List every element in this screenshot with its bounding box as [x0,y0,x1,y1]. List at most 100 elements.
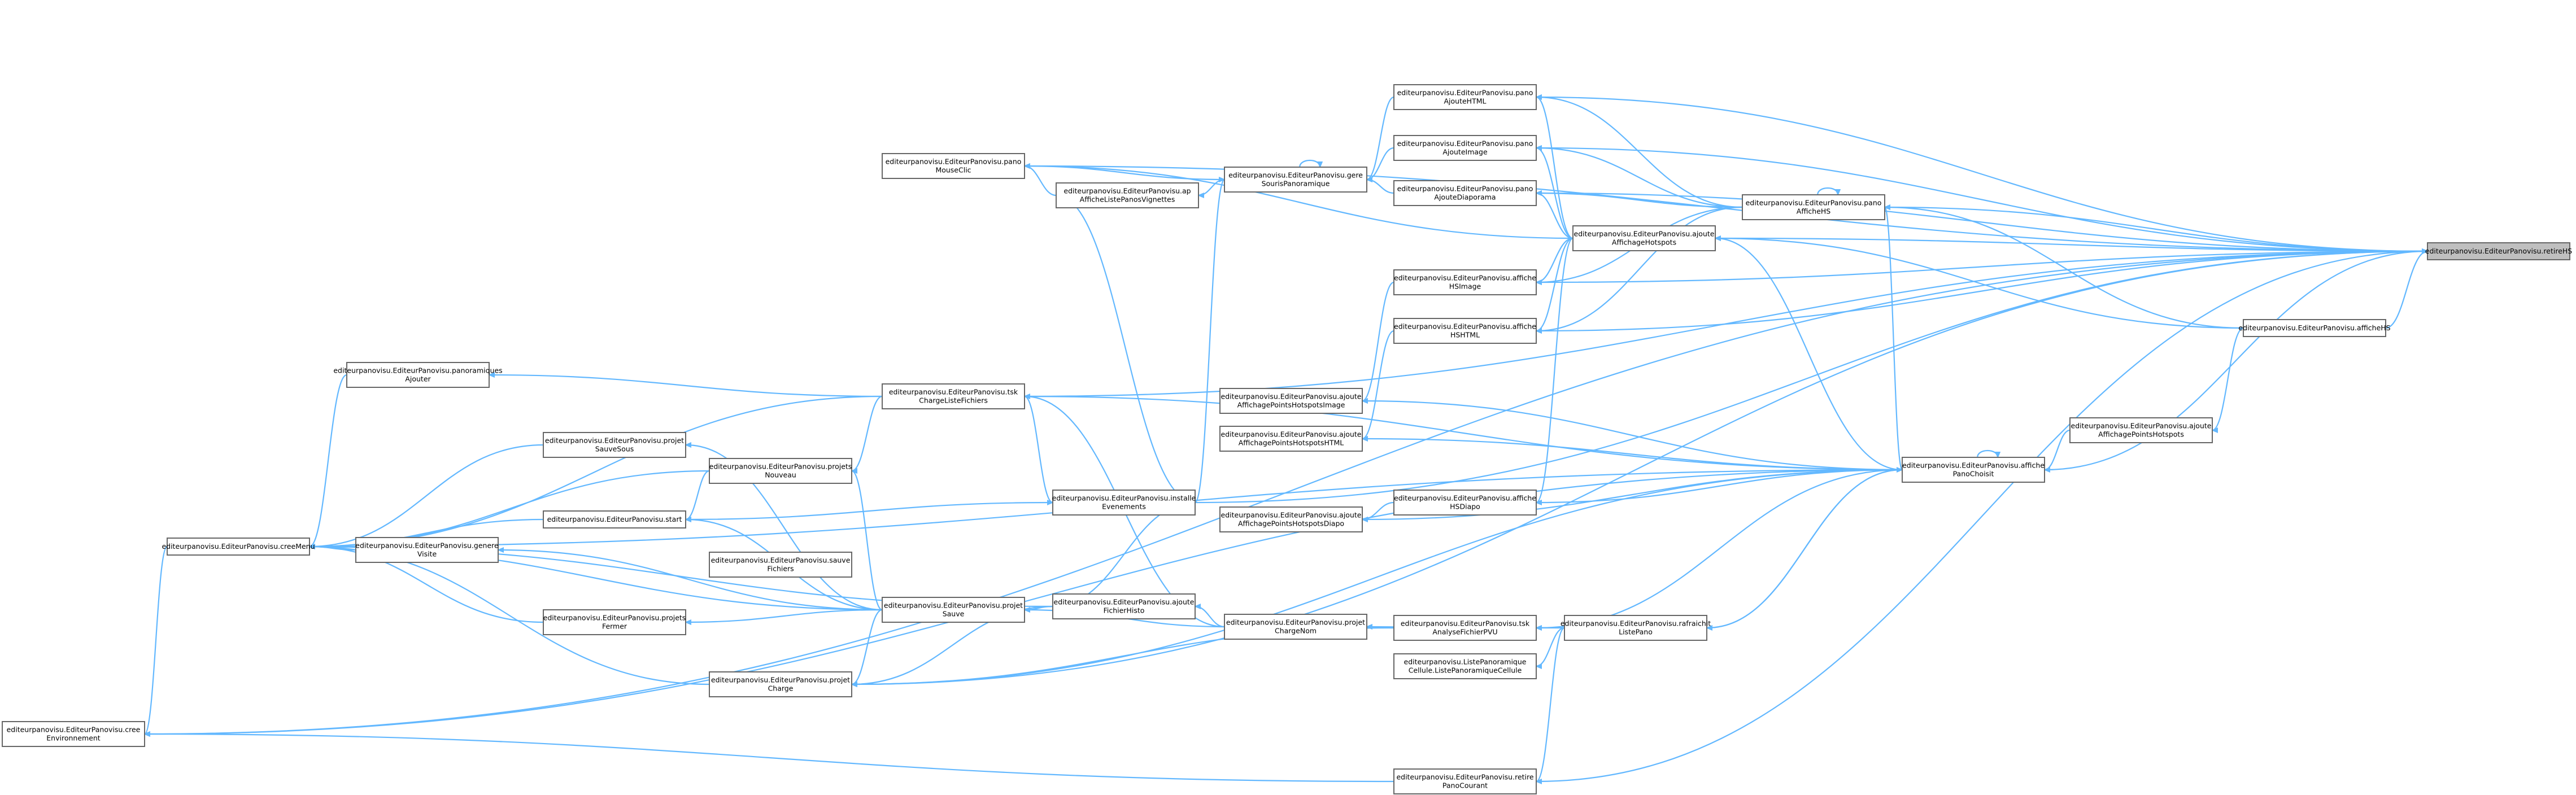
node-label-line: editeurpanovisu.EditeurPanovisu.start [547,515,682,523]
node-tsk-analyse-fichier-pvu[interactable]: editeurpanovisu.EditeurPanovisu.tskAnaly… [1393,615,1537,641]
node-box [1393,135,1537,161]
node-installe-evenements[interactable]: editeurpanovisu.EditeurPanovisu.installe… [1052,490,1196,516]
node-pano-mouse-clic[interactable]: editeurpanovisu.EditeurPanovisu.panoMous… [882,153,1025,179]
edge-installe-evenements-to-gere-souris-panoramique [1194,177,1226,504]
node-affiche-hs[interactable]: editeurpanovisu.EditeurPanovisu.afficheH… [2238,319,2391,337]
node-box [1219,426,1363,452]
node-label-line: editeurpanovisu.EditeurPanovisu.ajoute [1054,598,1195,606]
edge-affiche-node-clic-to-tsk-charge-liste-fichiers [1023,394,1903,471]
node-ajoute-points-hotspots-diapo[interactable]: editeurpanovisu.EditeurPanovisu.ajouteAf… [1219,506,1363,532]
node-ajoute-fichier-histo[interactable]: editeurpanovisu.EditeurPanovisu.ajouteFi… [1052,593,1196,619]
node-label-line: editeurpanovisu.EditeurPanovisu.panorami… [333,366,502,375]
node-rafraichit-liste-pano[interactable]: editeurpanovisu.EditeurPanovisu.rafraich… [1561,615,1711,641]
edge-projet-sauve-sous-to-cree-menu [308,444,544,549]
node-label-line: Cellule.ListePanoramiqueCellule [1409,666,1522,675]
node-label-line: AffichagePointsHotspots [2098,430,2184,439]
edge-affiche-node-clic-to-affiche-node-clic [1977,450,2001,458]
node-genere-visite[interactable]: editeurpanovisu.EditeurPanovisu.genereVi… [355,537,499,563]
edge-affiche-hsimage-to-root [1536,248,2429,283]
node-label-line: PanoChoisit [1953,470,1994,478]
node-label-line: AnalyseFichierPVU [1432,628,1497,636]
node-ajoute-points-hotspots-html[interactable]: editeurpanovisu.EditeurPanovisu.ajouteAf… [1219,426,1363,452]
node-box [709,671,852,697]
node-label-line: editeurpanovisu.EditeurPanovisu.retire [1396,773,1533,781]
node-label-line: ChargeListeFichiers [919,396,988,405]
node-root[interactable]: editeurpanovisu.EditeurPanovisu.retireHS [2425,242,2573,260]
node-liste-panoramique-cellule[interactable]: editeurpanovisu.ListePanoramiqueCellule.… [1393,653,1537,679]
node-projets-nouveau[interactable]: editeurpanovisu.EditeurPanovisu.projetsN… [709,458,852,484]
edge-affiche-hs-to-pane-affiche-hs [1884,204,2244,329]
node-box [2427,242,2570,260]
node-label-line: editeurpanovisu.EditeurPanovisu.pano [1746,199,1882,207]
node-projet-sauve[interactable]: editeurpanovisu.EditeurPanovisu.projetSa… [882,597,1025,623]
node-box [543,510,686,528]
node-affiche-hshtml[interactable]: editeurpanovisu.EditeurPanovisu.afficheH… [1393,318,1537,344]
node-box [882,383,1025,409]
node-projet-sauve-sous[interactable]: editeurpanovisu.EditeurPanovisu.projetSa… [543,432,686,458]
node-label-line: AjouteImage [1442,148,1488,156]
node-label-line: editeurpanovisu.ListePanoramique [1404,658,1527,666]
node-label-line: Fermer [602,622,627,631]
node-label-line: editeurpanovisu.EditeurPanovisu.tsk [1401,619,1530,628]
node-affiche-hsimage[interactable]: editeurpanovisu.EditeurPanovisu.afficheH… [1393,269,1537,295]
node-cree-environnement[interactable]: editeurpanovisu.EditeurPanovisu.creeEnvi… [2,721,145,747]
node-label-line: editeurpanovisu.EditeurPanovisu.ap [1063,187,1191,195]
edge-ajoute-affichage-hotspots-to-ajoute-html [1535,94,1574,239]
node-label-line: ListePano [1619,628,1653,636]
node-label-line: editeurpanovisu.EditeurPanovisu.sauve [711,556,851,565]
node-box [1393,269,1537,295]
node-start[interactable]: editeurpanovisu.EditeurPanovisu.start [543,510,686,528]
node-gere-souris-panoramique[interactable]: editeurpanovisu.EditeurPanovisu.gereSour… [1224,167,1367,193]
edge-tsk-charge-liste-fichiers-to-projets-nouveau [851,395,883,474]
node-label-line: Fichiers [767,565,794,573]
edge-affiche-hsimage-to-ajoute-points-hotspots-image [1361,281,1394,404]
edge-gere-souris-panoramique-to-pano-mouse-clic [1023,163,1225,181]
node-cree-menu[interactable]: editeurpanovisu.EditeurPanovisu.creeMenu [162,538,315,556]
node-label-line: editeurpanovisu.EditeurPanovisu.affiche [1394,274,1536,282]
node-box [1393,84,1537,110]
edge-installe-evenements-to-start [685,501,1053,522]
edge-tsk-charge-liste-fichiers-to-panoramiques-ajouter [488,372,883,397]
edge-pane-affiche-hs-to-ajoute-image [1535,145,1743,208]
node-projet-charge[interactable]: editeurpanovisu.EditeurPanovisu.projetCh… [709,671,852,697]
node-label-line: AjouteDiaporama [1434,193,1496,202]
node-label-line: editeurpanovisu.EditeurPanovisu.affiche [1902,461,2045,470]
edge-projet-sauve-to-projets-fermer [685,609,883,625]
node-label-line: editeurpanovisu.EditeurPanovisu.cree [7,726,141,734]
node-label-line: SourisPanoramique [1262,180,1330,188]
node-ajoute-affichage-points-hotspots[interactable]: editeurpanovisu.EditeurPanovisu.ajouteAf… [2069,417,2213,443]
node-sauve-fichiers[interactable]: editeurpanovisu.EditeurPanovisu.sauveFic… [709,552,852,578]
edge-ajoute-affichage-hotspots-to-ajoute-image [1535,145,1574,239]
node-ajoute-affichage-hotspots[interactable]: editeurpanovisu.EditeurPanovisu.ajouteAf… [1572,225,1716,251]
node-ajoute-points-hotspots-image[interactable]: editeurpanovisu.EditeurPanovisu.ajouteAf… [1219,388,1363,414]
node-label-line: editeurpanovisu.EditeurPanovisu.projet [1226,618,1365,627]
edge-pane-affiche-hs-to-pane-affiche-hs [1817,187,1841,196]
node-label-line: editeurpanovisu.EditeurPanovisu.installe [1052,494,1196,503]
node-label-line: Nouveau [765,471,796,479]
node-affiche-node-clic[interactable]: editeurpanovisu.EditeurPanovisu.afficheP… [1902,457,2045,483]
node-ap-affiche-liste-panos-vignettes[interactable]: editeurpanovisu.EditeurPanovisu.apAffich… [1056,182,1199,208]
node-box [1219,388,1363,414]
node-label-line: editeurpanovisu.EditeurPanovisu.retireHS [2425,247,2573,255]
node-projets-fermer[interactable]: editeurpanovisu.EditeurPanovisu.projetsF… [543,609,686,635]
node-ajoute-html[interactable]: editeurpanovisu.EditeurPanovisu.panoAjou… [1393,84,1537,110]
node-retire-pano-courant[interactable]: editeurpanovisu.EditeurPanovisu.retirePa… [1393,768,1537,794]
nodes-layer: editeurpanovisu.EditeurPanovisu.retireHS… [2,84,2573,794]
node-tsk-charge-liste-fichiers[interactable]: editeurpanovisu.EditeurPanovisu.tskCharg… [882,383,1025,409]
node-projet-charge-nom[interactable]: editeurpanovisu.EditeurPanovisu.projetCh… [1224,614,1367,640]
node-label-line: editeurpanovisu.EditeurPanovisu.projets [709,462,852,471]
node-affiche-hsdiapo[interactable]: editeurpanovisu.EditeurPanovisu.afficheH… [1393,490,1537,516]
node-label-line: Evenements [1102,503,1146,511]
edge-affiche-hs-to-root [2385,248,2429,329]
node-label-line: editeurpanovisu.EditeurPanovisu.pano [1397,185,1533,193]
edge-pane-affiche-hs-to-ajoute-html [1535,94,1743,208]
node-label-line: editeurpanovisu.EditeurPanovisu.tsk [889,388,1018,396]
edge-projet-sauve-to-genere-visite [497,547,883,611]
edge-gere-souris-panoramique-to-gere-souris-panoramique [1299,160,1323,168]
node-pane-affiche-hs[interactable]: editeurpanovisu.EditeurPanovisu.panoAffi… [1742,194,1885,220]
node-label-line: AfficheHS [1797,207,1831,216]
node-ajoute-diaporama[interactable]: editeurpanovisu.EditeurPanovisu.panoAjou… [1393,180,1537,206]
node-panoramiques-ajouter[interactable]: editeurpanovisu.EditeurPanovisu.panorami… [333,362,503,388]
node-ajoute-image[interactable]: editeurpanovisu.EditeurPanovisu.panoAjou… [1393,135,1537,161]
node-label-line: editeurpanovisu.EditeurPanovisu.creeMenu [162,542,315,551]
